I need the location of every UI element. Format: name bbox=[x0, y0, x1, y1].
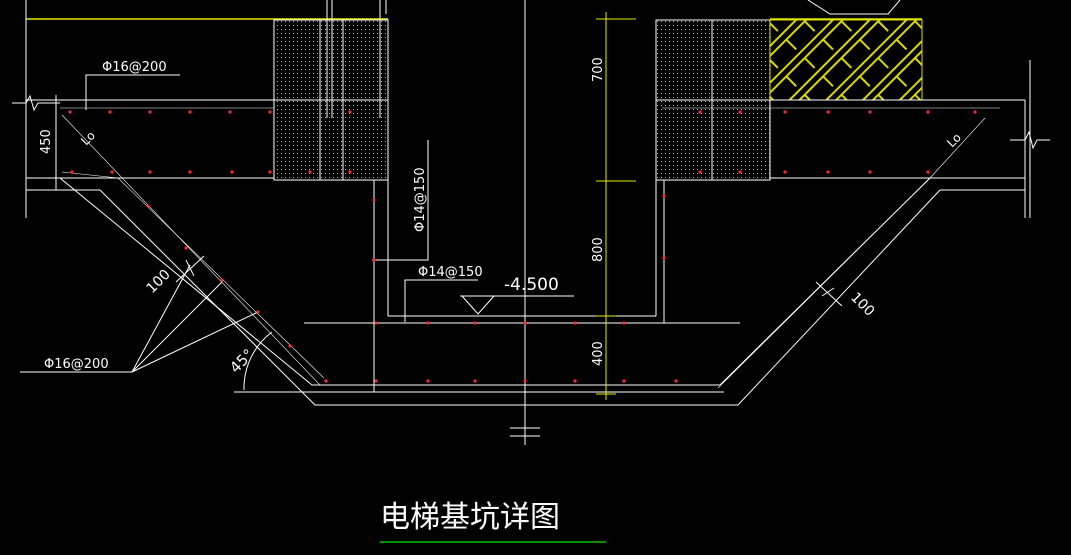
rebar-dot bbox=[188, 170, 192, 174]
anchor-right-label: Lo bbox=[944, 130, 964, 150]
rebar-dot bbox=[783, 110, 787, 114]
dim-top-label: 700 bbox=[591, 57, 606, 82]
cover-dim-right-tick bbox=[821, 287, 835, 297]
rebar-dot bbox=[783, 170, 787, 174]
leader-vertical-rebar bbox=[372, 140, 429, 261]
break-mark-right bbox=[1010, 130, 1050, 150]
rebar-dot bbox=[110, 170, 114, 174]
rebar-dot bbox=[738, 110, 742, 114]
rebar-dot bbox=[868, 170, 872, 174]
break-mark-left bbox=[12, 94, 60, 112]
rebar-dot bbox=[348, 170, 352, 174]
rebar-label-top-left: Φ16@200 bbox=[102, 60, 167, 75]
rebar-dot bbox=[523, 379, 527, 383]
anchor-left-label: Lo bbox=[78, 128, 98, 148]
rebar-dot bbox=[372, 258, 376, 262]
rebar-dot bbox=[146, 204, 150, 208]
rebar-dot bbox=[738, 170, 742, 174]
angle-label: 45° bbox=[226, 345, 258, 377]
leader-fan bbox=[131, 281, 223, 373]
rebar-dot bbox=[220, 278, 224, 282]
pit-outline-inner bbox=[59, 177, 931, 386]
rebar-dot bbox=[826, 110, 830, 114]
cover-dim-right bbox=[815, 281, 843, 307]
rebar-dot bbox=[372, 198, 376, 202]
rebar-dot bbox=[926, 170, 930, 174]
pit-rebar-left bbox=[61, 171, 325, 379]
rebar-dot bbox=[622, 379, 626, 383]
rebar-dot bbox=[698, 110, 702, 114]
pit-rebar-diag-left bbox=[61, 114, 321, 386]
rebar-dot bbox=[573, 321, 577, 325]
rebar-dot bbox=[473, 379, 477, 383]
ground-marker bbox=[807, 0, 901, 15]
rebar-dot bbox=[228, 110, 232, 114]
rebar-dot bbox=[426, 379, 430, 383]
cover-right-label: 100 bbox=[847, 290, 877, 320]
rebar-label-vertical: Φ14@150 bbox=[413, 167, 428, 232]
rebar-dot bbox=[324, 379, 328, 383]
rebar-dot bbox=[188, 110, 192, 114]
pit-outline-outer bbox=[99, 189, 941, 406]
dim-slab-label: 450 bbox=[39, 129, 54, 154]
rebar-dot bbox=[826, 170, 830, 174]
rebar-dot bbox=[268, 110, 272, 114]
rebar-label-horizontal: Φ14@150 bbox=[418, 265, 483, 280]
pit-rebar-right bbox=[717, 117, 986, 389]
dim-bottom-label: 400 bbox=[591, 341, 606, 366]
rebar-dot bbox=[374, 321, 378, 325]
rebar-dot bbox=[662, 194, 666, 198]
rebar-dot bbox=[230, 170, 234, 174]
rebar-dot bbox=[348, 110, 352, 114]
rebar-dot bbox=[308, 170, 312, 174]
rebar-dot bbox=[288, 344, 292, 348]
leader-top-left bbox=[85, 74, 180, 110]
rebar-dot bbox=[573, 379, 577, 383]
cover-left-label: 100 bbox=[144, 267, 174, 297]
rebar-dot bbox=[473, 321, 477, 325]
leader-fan bbox=[131, 311, 259, 373]
drawing-title: 电梯基坑详图 bbox=[380, 500, 560, 535]
rebar-dots bbox=[68, 110, 977, 383]
rebar-dot bbox=[148, 170, 152, 174]
rebar-dot bbox=[662, 256, 666, 260]
rebar-dot bbox=[184, 246, 188, 250]
hatched-soil bbox=[769, 19, 923, 101]
rebar-dot bbox=[108, 110, 112, 114]
dim-mid-label: 800 bbox=[591, 237, 606, 262]
rebar-dot bbox=[674, 379, 678, 383]
leader-horizontal-rebar bbox=[404, 279, 478, 322]
elevation-triangle bbox=[461, 295, 495, 315]
elevation-label: -4.500 bbox=[504, 275, 559, 295]
rebar-dot bbox=[68, 110, 72, 114]
rebar-dot bbox=[374, 379, 378, 383]
rebar-dot bbox=[148, 110, 152, 114]
rebar-dot bbox=[523, 321, 527, 325]
rebar-dot bbox=[70, 170, 74, 174]
rebar-dot bbox=[926, 110, 930, 114]
rebar-dot bbox=[973, 110, 977, 114]
rebar-dot bbox=[622, 321, 626, 325]
rebar-dot bbox=[256, 310, 260, 314]
rebar-dot bbox=[426, 321, 430, 325]
rebar-dot bbox=[698, 170, 702, 174]
rebar-dot bbox=[268, 170, 272, 174]
cover-dim-left-tick bbox=[185, 259, 195, 277]
angle-arc bbox=[243, 331, 273, 391]
rebar-dot bbox=[868, 110, 872, 114]
rebar-label-bottom-left: Φ16@200 bbox=[44, 357, 109, 372]
